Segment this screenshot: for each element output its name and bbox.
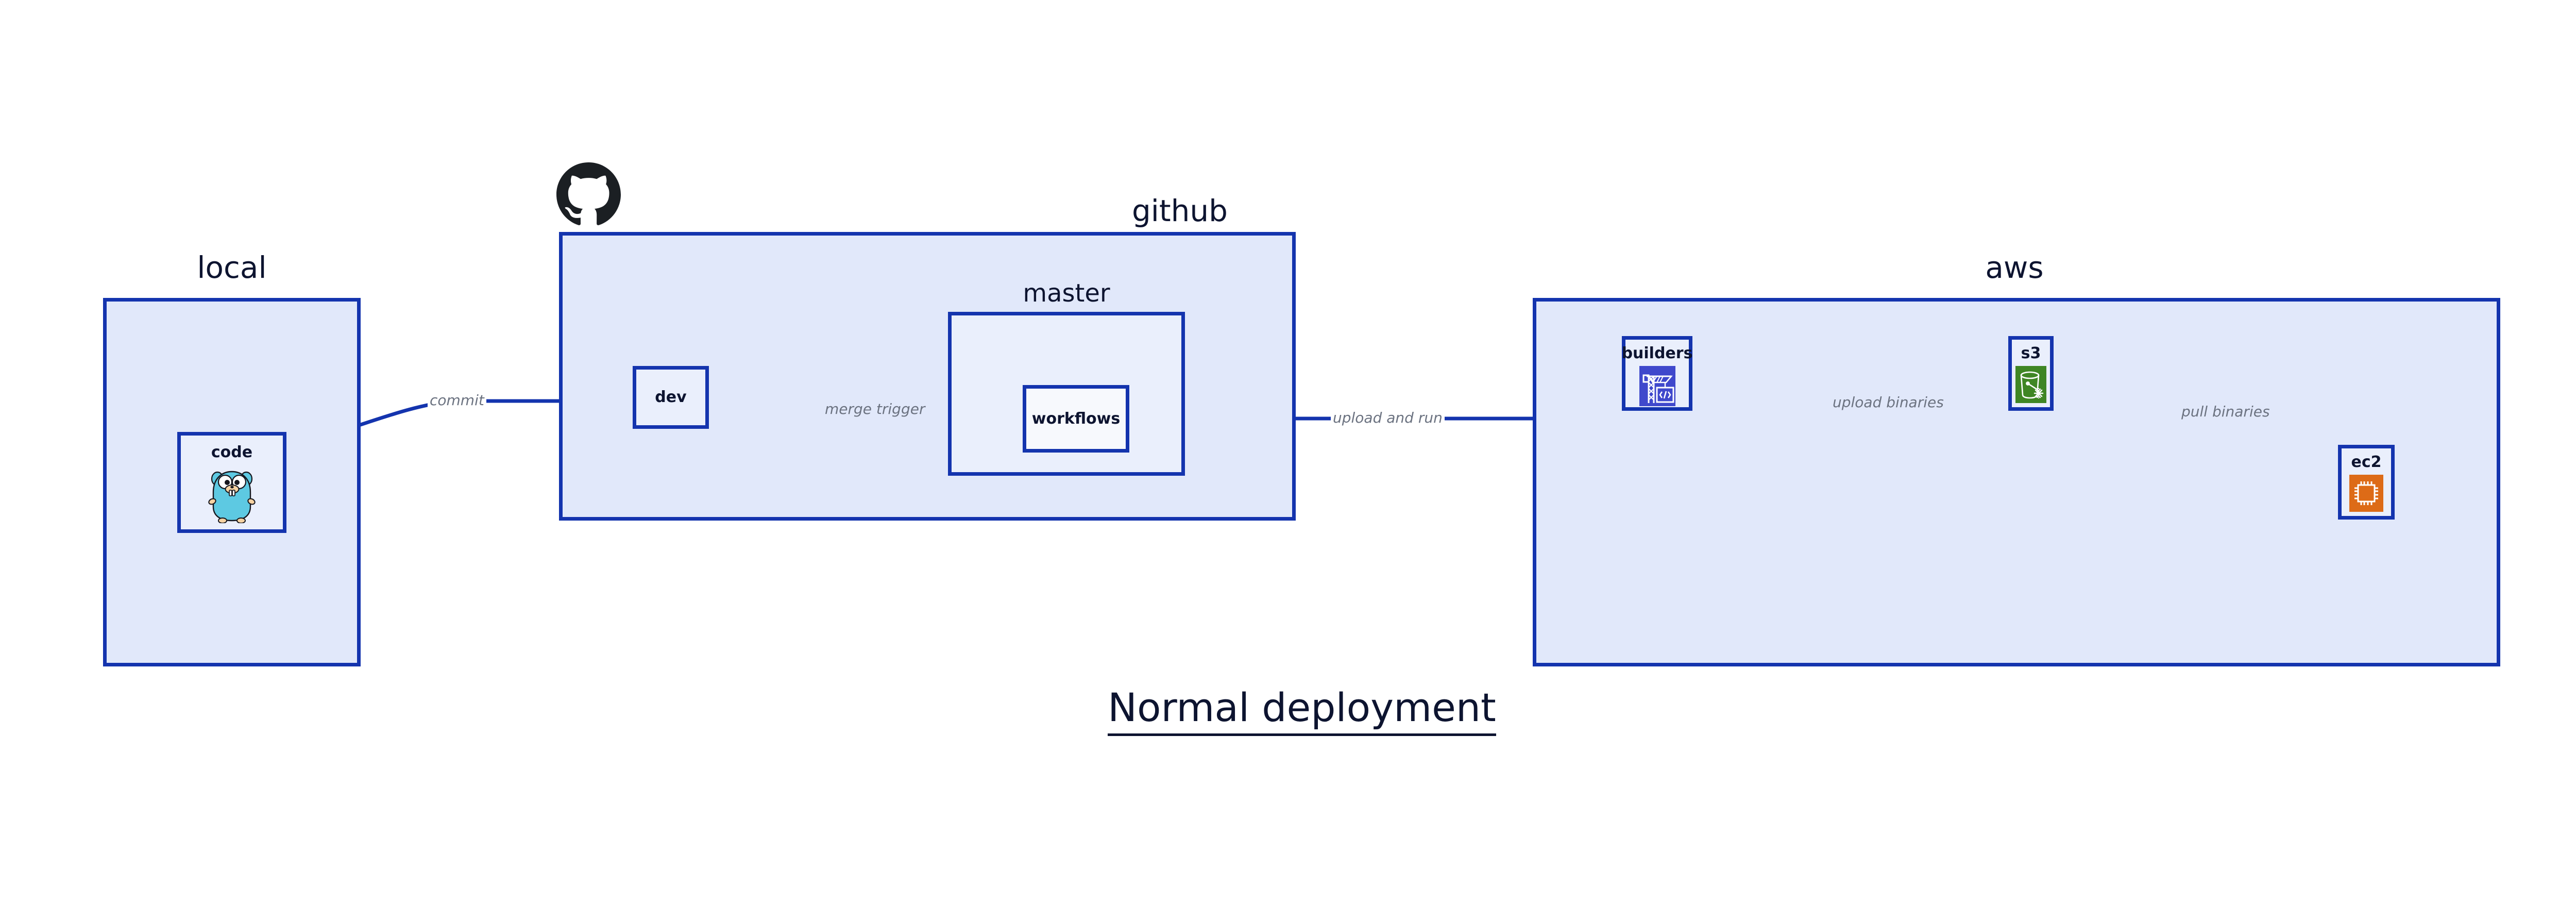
- node-ec2[interactable]: ec2: [2338, 445, 2395, 520]
- node-label-s3: s3: [2021, 344, 2041, 362]
- group-label-github: github: [1131, 193, 1228, 228]
- diagram-title-text: Normal deployment: [1108, 684, 1496, 736]
- node-dev[interactable]: dev: [633, 366, 709, 429]
- edge-label-upload-binaries: upload binaries: [1831, 395, 1946, 410]
- github-mark-icon: [556, 162, 621, 227]
- edge-label-merge-trigger: merge trigger: [823, 402, 927, 416]
- node-s3[interactable]: s3: [2008, 336, 2054, 411]
- node-builders[interactable]: builders: [1622, 336, 1692, 411]
- cpu-chip-icon: [2349, 475, 2383, 514]
- node-label-workflows: workflows: [1031, 409, 1121, 428]
- crane-code-icon: [1639, 366, 1675, 408]
- node-label-builders: builders: [1621, 344, 1693, 362]
- edge-label-upload-and-run: upload and run: [1331, 411, 1445, 425]
- s3-bucket-icon: [2015, 366, 2046, 405]
- group-label-master: master: [1023, 279, 1110, 308]
- diagram-title: Normal deployment: [0, 684, 2576, 736]
- node-label-code: code: [211, 443, 253, 461]
- group-label-aws: aws: [1985, 250, 2044, 285]
- node-code[interactable]: code: [177, 432, 286, 533]
- edge-label-commit: commit: [428, 393, 486, 408]
- group-label-local: local: [197, 250, 267, 285]
- go-gopher-icon: [207, 465, 257, 525]
- node-label-ec2: ec2: [2351, 453, 2382, 471]
- node-label-dev: dev: [655, 388, 687, 406]
- node-workflows[interactable]: workflows: [1023, 385, 1129, 453]
- edge-label-pull-binaries: pull binaries: [2179, 405, 2272, 419]
